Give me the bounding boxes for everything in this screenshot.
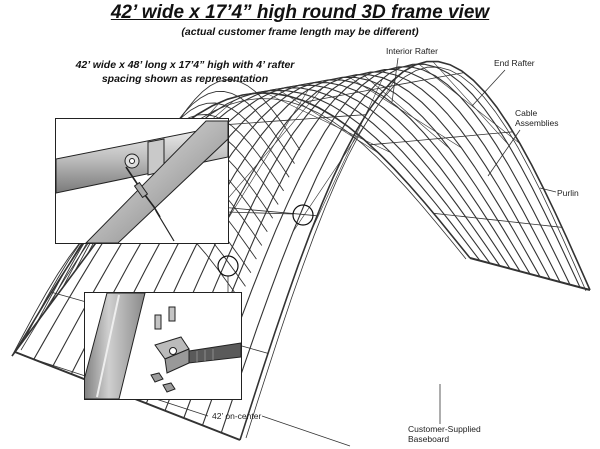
cable-assembly (279, 89, 380, 154)
label-baseboard: Customer-Supplied Baseboard (408, 424, 481, 444)
cable-assembly (418, 63, 521, 144)
purlin (369, 131, 514, 146)
label-end-rafter: End Rafter (494, 58, 535, 68)
cable-assembly (265, 92, 391, 153)
callout-interior-rafter (391, 57, 399, 103)
cable-assembly (292, 76, 398, 232)
representation-line-2: spacing shown as representation (101, 73, 269, 85)
label-interior-rafter: Interior Rafter (386, 46, 438, 56)
representation-line-1: 42’ wide x 48’ long x 17’4” high with 4’… (75, 59, 295, 71)
callout-inset-upper (226, 211, 294, 215)
callout-end-rafter (471, 69, 506, 107)
detail-marker-upper (292, 204, 314, 226)
callout-purlin (539, 187, 557, 193)
callout-on-center-right (261, 415, 351, 447)
purlin (306, 72, 465, 103)
label-baseboard-line-2: Baseboard (408, 434, 450, 444)
label-cable-line-1: Cable (515, 108, 538, 118)
cable-assembly (362, 74, 450, 149)
cable-bracket-illustration (85, 293, 241, 399)
callout-cable (487, 129, 521, 177)
detail-inset-pipe-cross (55, 118, 229, 244)
label-cable-line-2: Assemblies (515, 118, 559, 128)
cable-assembly (348, 76, 462, 148)
cable-assembly (432, 60, 509, 145)
detail-marker-lower (217, 255, 239, 277)
cable-assembly (309, 78, 383, 234)
diagram-title: 42’ wide x 17’4” high round 3D frame vie… (110, 2, 490, 23)
purlin (433, 212, 563, 228)
label-cable-assemblies: Cable Assemblies (515, 108, 558, 128)
baseboard-right (469, 257, 591, 291)
label-on-center: 42’ on-center (212, 411, 262, 421)
representation-note: 42’ wide x 48’ long x 17’4” high with 4’… (40, 58, 330, 86)
cable-assembly (224, 89, 309, 224)
detail-inset-cable-bracket (84, 292, 242, 400)
label-baseboard-line-1: Customer-Supplied (408, 424, 481, 434)
pipe-cross-illustration (56, 120, 228, 243)
end-rafter-inner (245, 66, 587, 439)
diagram-subtitle: (actual customer frame length may be dif… (181, 26, 419, 38)
purlin (242, 64, 416, 96)
label-purlin: Purlin (557, 188, 579, 198)
